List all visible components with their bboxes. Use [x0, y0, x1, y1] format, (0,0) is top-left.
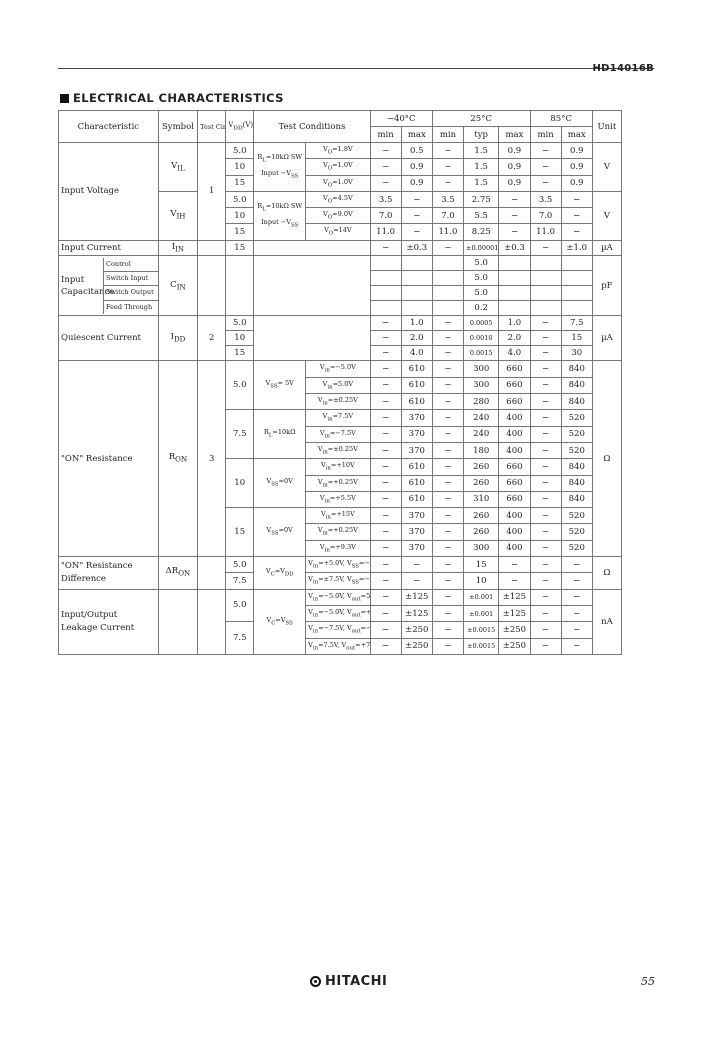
table-row: 5.0	[59, 270, 622, 287]
col-unit: Unit	[591, 110, 623, 143]
table-row: Input Voltage VIL 1 5.0 RL=10kΩ SW Input…	[58, 141, 623, 241]
col-test-conditions: Test Conditions	[253, 110, 371, 143]
unit: V	[591, 142, 623, 192]
symbol-ron: RON	[157, 360, 199, 558]
symbol-iin: IIN	[157, 239, 199, 257]
part-number: HD14016B	[592, 63, 654, 74]
test-circuit-1: 1	[197, 142, 227, 241]
symbol-delta-ron: ΔRON	[157, 556, 199, 590]
col-temp-85: 85°C	[529, 110, 593, 127]
col-min: min	[369, 126, 402, 143]
symbol-vih: VIH	[157, 190, 199, 241]
unit: nA	[591, 588, 623, 655]
unit: µA	[591, 239, 623, 257]
col-vdd: VDD(V)	[225, 110, 255, 143]
unit: pF	[591, 255, 623, 317]
col-symbol: Symbol	[157, 110, 199, 143]
col-max: max	[560, 126, 593, 143]
hitachi-logo: HITACHI	[310, 974, 387, 989]
electrical-characteristics-table: Characteristic Symbol Test Circuit VDD(V…	[58, 110, 623, 655]
unit: Ω	[591, 556, 623, 590]
symbol-cin: CIN	[157, 255, 199, 317]
col-test-circuit: Test Circuit	[197, 110, 227, 143]
table-row: VIH 5.0 RL=10kΩ SW Input −VSS VO=4.5V 3.…	[59, 190, 623, 241]
unit: µA	[591, 315, 623, 362]
square-bullet-icon	[60, 94, 69, 103]
col-characteristic: Characteristic	[58, 110, 159, 143]
condition: RL=10kΩ	[253, 409, 307, 460]
param-quiescent-current: Quiescent Current	[58, 315, 159, 362]
symbol-idd: IDD	[157, 315, 199, 362]
col-temp-m40: −40°C	[369, 110, 433, 127]
table-row: Vin=7.5V, Vout=+7.5V−±250−±0.0015±250−−	[59, 637, 622, 655]
page-number: 55	[641, 975, 655, 988]
col-max: max	[498, 126, 531, 143]
table-row: 0.2	[59, 300, 622, 317]
param-on-resistance: "ON" Resistance	[58, 360, 159, 558]
condition: VC=VSS	[253, 588, 307, 655]
hitachi-mark-icon	[310, 976, 321, 987]
condition: RL=10kΩ SW Input −VSS	[253, 142, 307, 192]
table-row: Input Capacitance Control Switch Input S…	[58, 255, 623, 317]
param-input-capacitance: Input Capacitance Control Switch Input S…	[58, 255, 159, 317]
condition: VC=VDD	[253, 556, 307, 590]
symbol-vil: VIL	[157, 142, 199, 192]
unit: Ω	[591, 360, 623, 558]
header-rule	[58, 68, 654, 69]
condition: RL=10kΩ SW Input −VSS	[253, 190, 307, 241]
col-min: min	[529, 126, 562, 143]
table-row: 5.0	[59, 285, 622, 302]
condition: VSS= 5V	[253, 360, 307, 411]
param-on-resistance-difference: "ON" Resistance Difference	[58, 556, 159, 590]
param-input-current: Input Current	[58, 239, 159, 257]
condition: VSS=0V	[253, 507, 307, 558]
unit: V	[591, 190, 623, 241]
col-max: max	[400, 126, 433, 143]
table-row: Quiescent Current IDD 2 5.0 −1.0 −0.0005…	[58, 315, 623, 362]
section-title: ELECTRICAL CHARACTERISTICS	[60, 91, 284, 105]
param-leakage-current: Input/Output Leakage Current	[58, 588, 159, 655]
col-temp-25: 25°C	[431, 110, 531, 127]
condition: VSS=0V	[253, 458, 307, 509]
col-min: min	[431, 126, 465, 143]
col-typ: typ	[463, 126, 500, 143]
param-input-voltage: Input Voltage	[58, 142, 159, 241]
table-row: Input Current IIN 15 −±0.3 −±0.00001±0.3…	[58, 239, 623, 257]
